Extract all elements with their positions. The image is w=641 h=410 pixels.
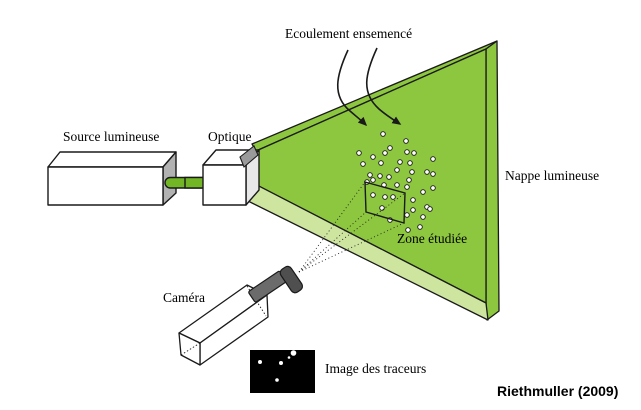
camera-lens-ring: [279, 265, 304, 294]
optics-cube-front-face: [202, 164, 247, 206]
camera-lens: [248, 265, 304, 303]
particle-dot: [356, 150, 362, 156]
particle-dot: [406, 177, 412, 183]
label-optics: Optique: [208, 129, 252, 144]
particle-dot: [387, 145, 393, 151]
camera-end-face: [178, 332, 201, 366]
particle-dot: [420, 214, 426, 220]
label-camera: Caméra: [163, 290, 205, 305]
particle-dot: [370, 177, 376, 183]
particle-dot: [405, 227, 411, 233]
particle-dot: [370, 192, 376, 198]
particle-dot: [417, 224, 423, 230]
tracer-dot: [290, 350, 297, 356]
particle-dot: [430, 171, 436, 177]
particle-dot: [379, 205, 385, 211]
particle-dot: [386, 174, 392, 180]
camera-sight-lines: [298, 181, 406, 273]
sight-line: [298, 222, 405, 273]
particle-dot: [404, 149, 410, 155]
particle-dot: [430, 156, 436, 162]
camera-end-face-diagonal: [180, 342, 201, 356]
particle-dot: [411, 150, 417, 156]
particle-dot: [382, 194, 388, 200]
laser-beam: [164, 176, 208, 189]
camera-body: [178, 284, 269, 366]
tracer-dot: [279, 361, 283, 365]
particle-dot: [394, 182, 400, 188]
tracer-image: [250, 350, 315, 393]
particle-dot: [367, 172, 373, 178]
particle-dot: [394, 167, 400, 173]
light-sheet-edge-sliver: [239, 145, 259, 168]
particle-dot: [430, 185, 436, 191]
particle-dot: [404, 184, 410, 190]
label-tracer-image: Image des traceurs: [325, 361, 427, 376]
label-light-source: Source lumineuse: [63, 129, 160, 144]
particle-dot: [378, 160, 384, 166]
particle-dot: [382, 150, 388, 156]
label-light-sheet: Nappe lumineuse: [505, 168, 600, 183]
tracer-dot: [275, 378, 279, 382]
tracer-dot: [287, 356, 291, 359]
particle-dot: [360, 161, 366, 167]
flow-arrow-left: [337, 49, 368, 127]
particle-dot: [380, 131, 386, 137]
particle-dot: [397, 159, 403, 165]
particle-dot: [403, 138, 409, 144]
particle-dot: [410, 207, 416, 213]
particle-dot: [370, 154, 376, 160]
light-sheet-right-face: [485, 40, 500, 321]
particle-dot: [420, 189, 426, 195]
sight-line: [298, 181, 366, 273]
light-source-front-face: [47, 166, 164, 206]
flow-arrow-right: [366, 47, 402, 125]
light-source-box: [47, 151, 177, 206]
light-source-top-face: [47, 151, 177, 168]
seeding-particles: [356, 131, 436, 233]
tracer-image-dots: [258, 350, 297, 382]
particle-dot: [407, 160, 413, 166]
label-seeded-flow: Ecoulement ensemencé: [285, 26, 413, 41]
sight-line: [298, 211, 367, 273]
particle-dot: [390, 194, 396, 200]
particle-dot: [404, 212, 410, 218]
particle-dot: [377, 173, 383, 179]
particle-dot: [410, 197, 416, 203]
label-studied-zone: Zone étudiée: [397, 231, 468, 246]
particle-dot: [424, 169, 430, 175]
flow-arrows: [337, 47, 402, 127]
tracer-dot: [258, 360, 262, 364]
citation-text: Riethmuller (2009): [497, 383, 619, 399]
sight-line: [298, 192, 406, 273]
particle-dot: [427, 206, 433, 212]
particle-dot: [409, 169, 415, 175]
